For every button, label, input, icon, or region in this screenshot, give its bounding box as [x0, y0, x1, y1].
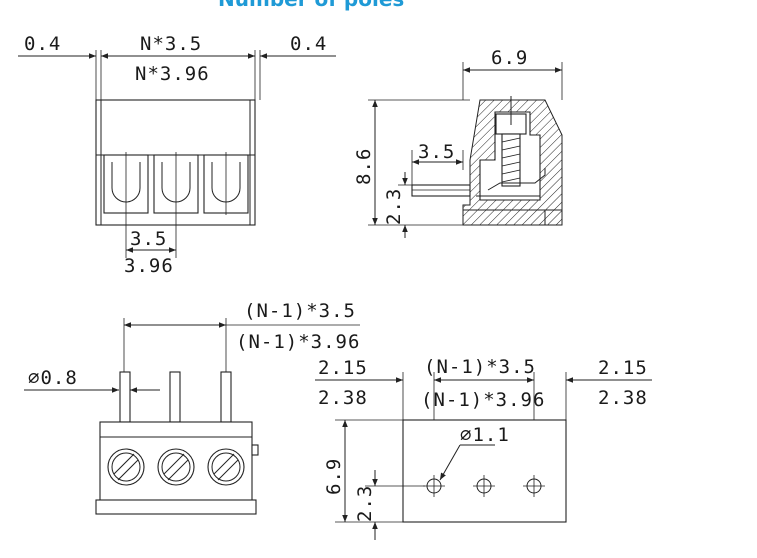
screw-head	[207, 448, 245, 486]
pitch-396-label: 3.96	[124, 255, 174, 277]
top-view: 0.4 N*3.5 N*3.96 0.4 3.5 3.96	[18, 33, 336, 277]
screw-head	[107, 448, 145, 486]
pcb-layout: 2.15 2.38 (N-1)*3.5 (N-1)*3.96 2.15 2.38…	[315, 356, 652, 540]
left-35-label: 2.15	[318, 357, 368, 379]
wire-entry-label: 3.5	[418, 141, 455, 163]
pin	[220, 371, 232, 423]
pin	[119, 371, 131, 423]
side-view: 6.9 8.6 2.3 3.5	[353, 47, 563, 238]
diagram-title: Number of poles	[218, 0, 404, 11]
terminal-cavity	[103, 152, 149, 215]
pin-height-label: 2.3	[383, 188, 405, 225]
screw-head	[157, 448, 195, 486]
hole-height-label: 2.3	[354, 485, 376, 522]
edge-right-label: 0.4	[290, 33, 327, 55]
screw-thread	[501, 137, 521, 183]
terminal-cavity	[153, 152, 199, 215]
span-35-label: N*3.5	[140, 33, 202, 55]
hole-diameter-label: ∅1.1	[460, 424, 510, 446]
span-35-label: (N-1)*3.5	[244, 300, 356, 322]
width-label: 6.9	[491, 47, 528, 69]
pcb-hole	[523, 475, 545, 497]
right-35-label: 2.15	[598, 357, 648, 379]
right-396-label: 2.38	[598, 387, 648, 409]
pcb-hole	[473, 475, 495, 497]
front-view: (N-1)*3.5 (N-1)*3.96 ∅0.8	[24, 300, 360, 515]
edge-left-label: 0.4	[24, 33, 61, 55]
span-396-label: N*3.96	[135, 63, 210, 85]
span-35-label: (N-1)*3.5	[424, 356, 536, 378]
terminal-cavity	[203, 152, 249, 215]
pin-diameter-label: ∅0.8	[28, 367, 78, 389]
height-label: 8.6	[353, 148, 375, 185]
pitch-35-label: 3.5	[130, 228, 167, 250]
left-396-label: 2.38	[318, 387, 368, 409]
span-396-label: (N-1)*3.96	[236, 331, 360, 353]
pin	[169, 371, 181, 423]
pcb-hole	[423, 475, 445, 497]
height-label: 6.9	[323, 458, 345, 495]
span-396-label: (N-1)*3.96	[421, 389, 545, 411]
